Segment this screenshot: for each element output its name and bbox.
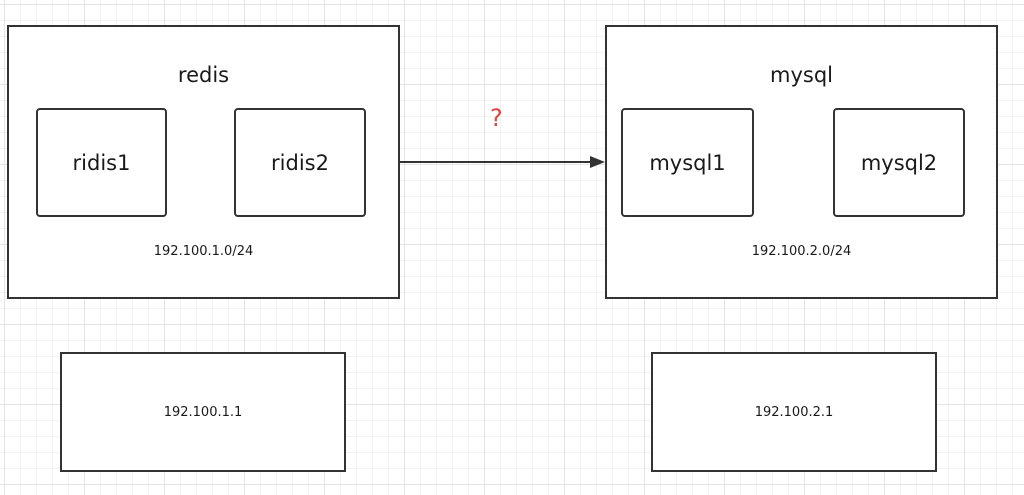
redis-network-title: redis [177,63,230,87]
mysql-network-title: mysql [770,63,833,87]
arrow-head-icon [590,156,605,168]
redis-subnet-label: 192.100.1.0/24 [153,244,254,259]
redis-node-2: ridis2 [234,108,366,217]
mysql-gateway-box: 192.100.2.1 [651,352,937,472]
redis-node-1: ridis1 [36,108,167,217]
mysql-node-2: mysql2 [833,108,965,217]
redis-network-box: redis ridis1 ridis2 192.100.1.0/24 [7,25,400,299]
connector-question-label: ? [490,104,503,132]
mysql-node-1: mysql1 [621,108,754,217]
mysql-subnet-label: 192.100.2.0/24 [751,244,852,259]
mysql-network-box: mysql mysql1 mysql2 192.100.2.0/24 [605,25,998,299]
redis-gateway-box: 192.100.1.1 [60,352,346,472]
